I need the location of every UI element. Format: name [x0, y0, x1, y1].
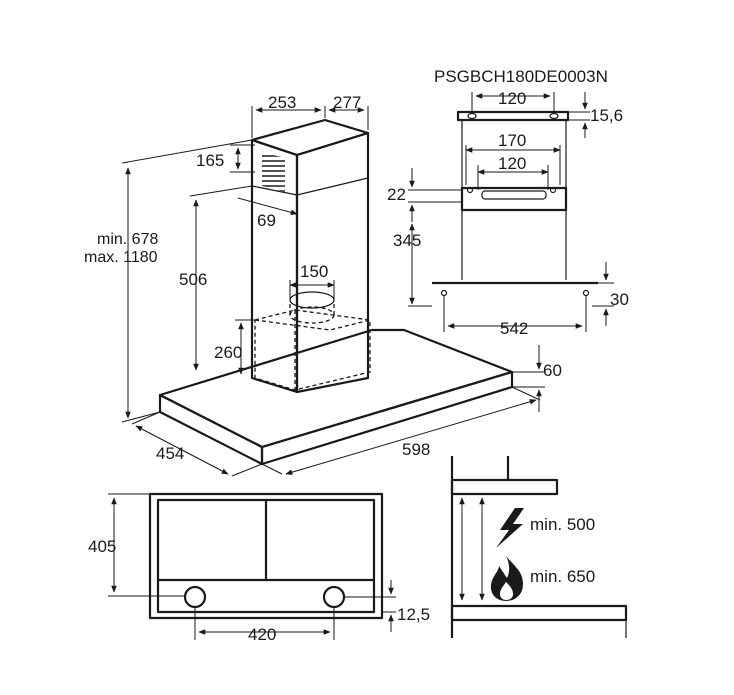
base-hole: [582, 289, 590, 297]
dim-lower-offset: 30: [610, 290, 629, 309]
dim-plan-depth: 405: [88, 537, 116, 556]
lightning-icon: [496, 508, 524, 548]
bracket-hole: [467, 112, 477, 120]
hood-isometric-view: 253 277 165 69 min. 678 max. 1180 506 15…: [84, 93, 562, 477]
dim-chimney-side-offset: 69: [257, 211, 276, 230]
mount-plate: [460, 186, 568, 212]
dim-canopy-thickness: 60: [543, 361, 562, 380]
plan-outer: [148, 492, 384, 620]
mount-hole: [466, 186, 474, 194]
dim-mount-height: 345: [393, 231, 421, 250]
clearance-gas: min. 650: [530, 567, 595, 586]
chimney-joint-line: [251, 185, 298, 196]
dim-bracket-offset: 15,6: [590, 106, 623, 125]
dim-chimney-top-offset: 165: [196, 151, 224, 170]
dim-canopy-depth: 454: [156, 444, 184, 463]
outlet-collar-sides: [289, 300, 335, 315]
hood-plan-view: 405 420 12,5: [88, 492, 430, 644]
dim-filter-offset: 12,5: [397, 605, 430, 624]
dim-canopy-width: 598: [402, 440, 430, 459]
dim-motor-height: 260: [214, 343, 242, 362]
chimney-top: [250, 118, 370, 157]
flame-core: [500, 582, 513, 600]
bracket-hole: [549, 112, 559, 120]
motor-box-edges: [254, 310, 371, 390]
clearance-view: min. 500 min. 650: [450, 456, 628, 638]
top-bracket: [456, 110, 570, 122]
motor-box-hidden: [254, 309, 371, 391]
dim-chimney-width: 277: [333, 93, 361, 112]
mount-slot: [481, 190, 547, 200]
mount-hole: [549, 186, 557, 194]
dim-mount-width: 170: [498, 131, 526, 150]
light-right: [322, 585, 346, 609]
dim-mount-base-width: 542: [500, 319, 528, 338]
dim-chimney-height: 506: [179, 270, 207, 289]
dim-chimney-depth: 253: [268, 93, 296, 112]
flame-icon: [490, 556, 523, 601]
dim-height-min: min. 678: [97, 231, 158, 248]
hood-profile: [450, 478, 559, 496]
dim-mount-offset: 22: [387, 185, 406, 204]
model-code: PSGBCH180DE0003N: [434, 67, 608, 86]
cooktop-profile: [450, 604, 628, 622]
vent-grille: [262, 152, 285, 192]
chimney-joint-line: [296, 177, 369, 196]
clearance-electric: min. 500: [530, 515, 595, 534]
dim-outlet-diameter: 150: [300, 262, 328, 281]
light-left: [183, 585, 207, 609]
dim-filter-spacing: 420: [248, 625, 276, 644]
dim-bracket-hole-spacing: 120: [498, 89, 526, 108]
mounting-bracket-view: PSGBCH180DE0003N 120 15,6 170 120: [387, 67, 629, 338]
base-hole: [440, 289, 448, 297]
dim-height-max: max. 1180: [84, 249, 158, 266]
dim-mount-hole-spacing: 120: [498, 154, 526, 173]
